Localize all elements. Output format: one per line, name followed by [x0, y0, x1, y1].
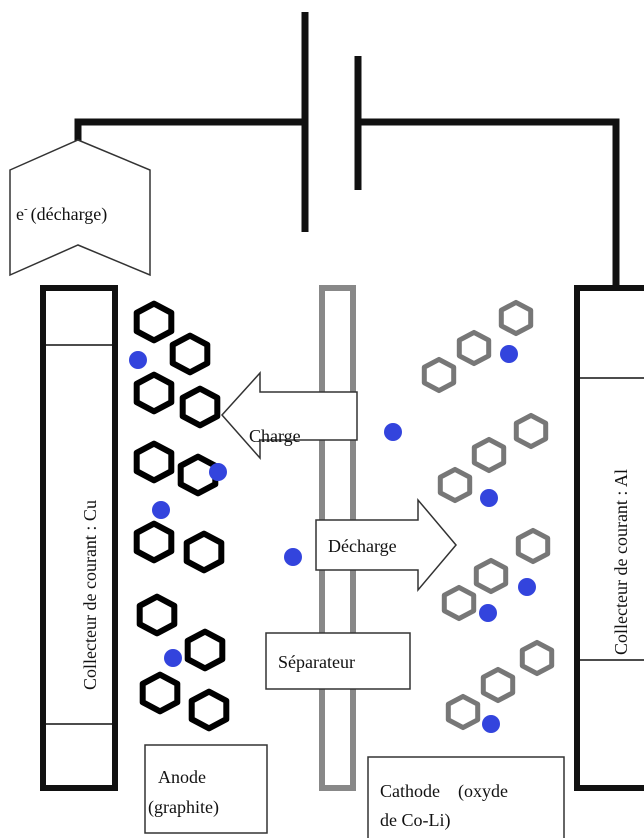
lithium-ion-icon	[500, 345, 518, 363]
collector-right-label: Collecteur de courant : Al	[611, 469, 631, 655]
external-circuit-wire-right	[358, 118, 620, 285]
collector-left-label: Collecteur de courant : Cu	[80, 500, 100, 690]
cathode-label-line2: de Co-Li)	[380, 810, 450, 831]
lithium-ion-icon	[129, 351, 147, 369]
discharge-arrow: Décharge	[315, 497, 457, 593]
cathode-hexagon-icon	[519, 639, 555, 677]
cathode-hexagon-icon	[480, 666, 516, 704]
charge-label: Charge	[249, 426, 301, 446]
lithium-ions	[129, 345, 536, 733]
cathode-label-line1: Cathode (oxyde	[380, 781, 508, 802]
lithium-ion-icon	[164, 649, 182, 667]
anode-label-line2: (graphite)	[148, 797, 219, 818]
charge-arrow: Charge	[220, 371, 358, 460]
cathode-hexagon-icon	[515, 527, 551, 565]
cathode-label-box: Cathode (oxyde de Co-Li)	[367, 756, 565, 838]
cathode-hexagon-icon	[445, 693, 481, 731]
lithium-ion-icon	[152, 501, 170, 519]
collector-left: Collecteur de courant : Cu	[40, 285, 118, 791]
lithium-ion-icon	[518, 578, 536, 596]
anode-label-line1: Anode	[158, 767, 206, 787]
anode-hexagon-icon	[139, 671, 181, 715]
cathode-hexagon-icon	[513, 412, 549, 450]
cathode-hexagon-icon	[456, 329, 492, 367]
anode-hexagon-icon	[133, 520, 175, 564]
electron-label: e-(décharge)	[16, 203, 107, 225]
cathode-hexagon-icon	[471, 436, 507, 474]
anode-hexagon-icon	[179, 385, 221, 429]
cathode-hexagon-icon	[437, 466, 473, 504]
anode-hexagon-icon	[184, 628, 226, 672]
anode-hexagon-icon	[133, 440, 175, 484]
collector-right: Collecteur de courant : Al	[574, 285, 644, 791]
lithium-ion-icon	[480, 489, 498, 507]
lithium-ion-icon	[284, 548, 302, 566]
discharge-label: Décharge	[328, 536, 397, 556]
lithium-ion-icon	[482, 715, 500, 733]
lithium-ion-icon	[209, 463, 227, 481]
cathode-hexagon-icon	[441, 584, 477, 622]
separator-label-box: Séparateur	[265, 632, 411, 690]
cathode-hexagon-icon	[498, 299, 534, 337]
anode-hexagon-icon	[183, 530, 225, 574]
anode-graphite-particles	[133, 300, 230, 732]
lithium-ion-icon	[479, 604, 497, 622]
lithium-ion-icon	[384, 423, 402, 441]
anode-hexagon-icon	[169, 332, 211, 376]
anode-hexagon-icon	[133, 300, 175, 344]
anode-hexagon-icon	[188, 688, 230, 732]
anode-hexagon-icon	[136, 593, 178, 637]
anode-label-box: Anode (graphite)	[144, 744, 268, 834]
electron-flow-arrow: e-(décharge)	[9, 139, 151, 277]
cathode-hexagon-icon	[473, 557, 509, 595]
cathode-hexagon-icon	[421, 356, 457, 394]
separator-label: Séparateur	[278, 652, 355, 672]
anode-hexagon-icon	[133, 371, 175, 415]
cathode-particles	[421, 299, 555, 731]
